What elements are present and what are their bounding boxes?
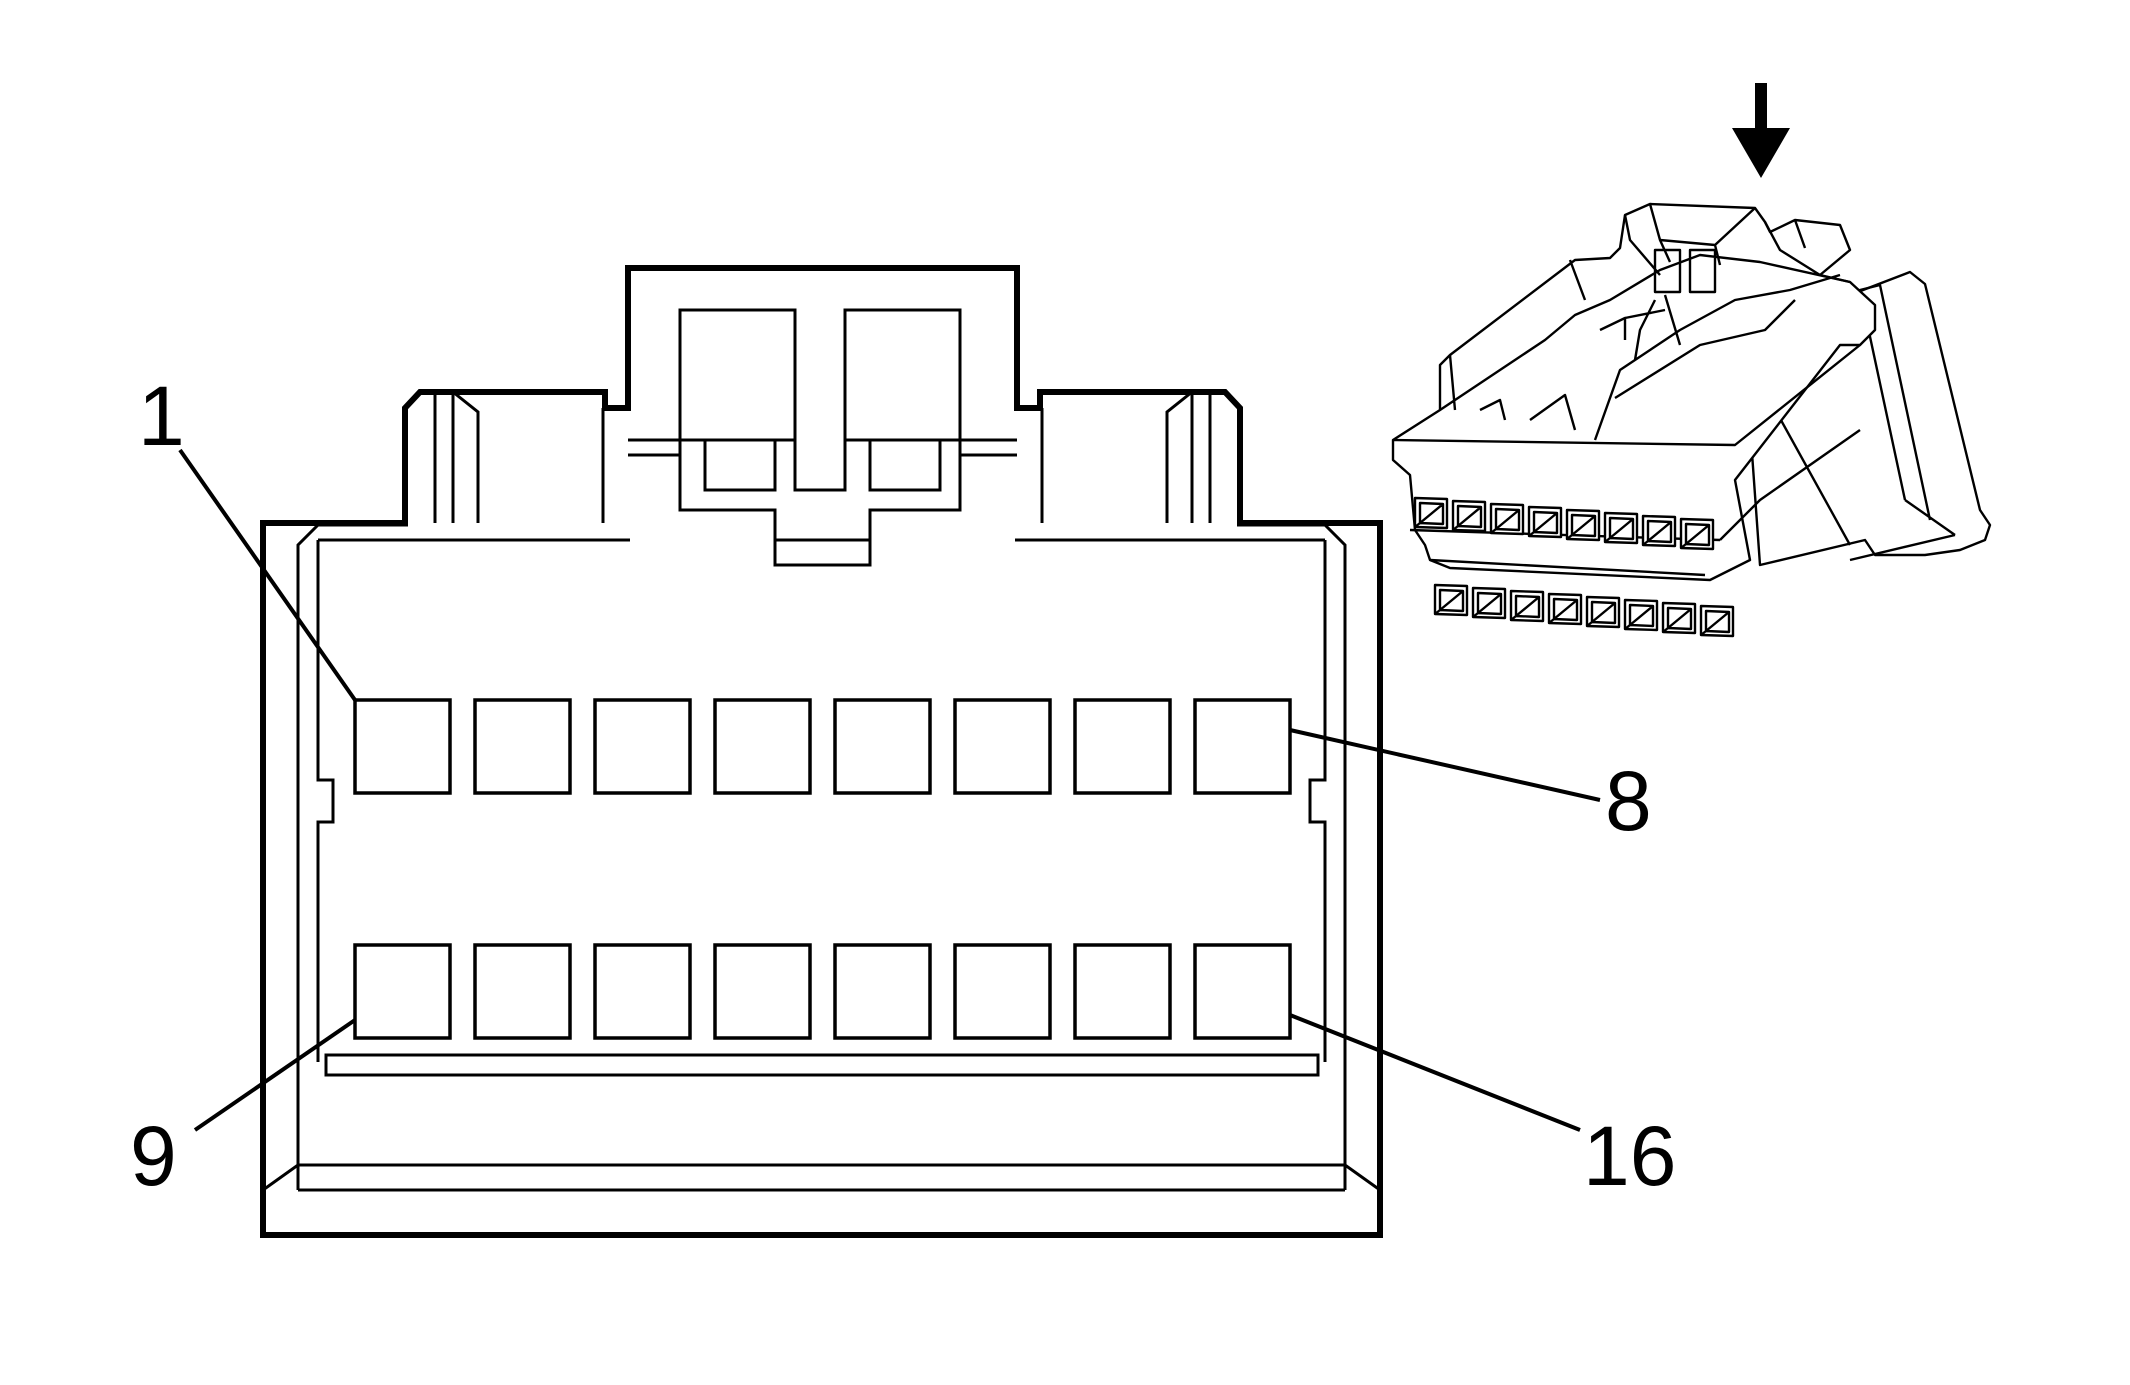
iso-cavity-bottom-2 [1471,586,1507,620]
cavity-row-bottom [353,943,1292,1040]
iso-cavity-top-2 [1451,499,1487,533]
iso-cavity-bottom-3 [1509,589,1545,623]
housing-inner-wall [296,523,1347,1190]
down-arrow-icon [1732,83,1790,178]
pin-cavity-9 [353,943,452,1040]
cavity-row-top [353,698,1292,795]
iso-cavity-bottom-6 [1623,598,1659,632]
pin-label-8: 8 [1605,754,1652,848]
pin-label-16: 16 [1583,1109,1676,1203]
pin-label-9: 9 [130,1109,177,1203]
iso-cavity-row-bottom [1433,583,1735,638]
iso-side-block-detail [1743,283,1956,562]
iso-cavity-row-top [1413,496,1715,551]
pin-cavity-13 [833,943,932,1040]
leader-line-pin-9 [193,1018,357,1132]
iso-cavity-top-4 [1527,505,1563,539]
pin-cavity-12 [713,943,812,1040]
iso-cavity-top-3 [1489,502,1525,536]
pin-cavity-8 [1193,698,1292,795]
leader-line-pin-1 [178,448,357,702]
right-latch-detail [1040,390,1212,523]
pin-cavity-3 [593,698,692,795]
leader-line-pin-16 [1289,1013,1581,1132]
pin-cavity-15 [1073,943,1172,1040]
pin-cavity-14 [953,943,1052,1040]
iso-cavity-top-7 [1641,514,1677,548]
iso-cavity-bottom-5 [1585,595,1621,629]
pin-label-1: 1 [138,369,185,463]
center-lock-detail [628,308,1017,567]
iso-cavity-bottom-4 [1547,592,1583,626]
iso-cavity-top-1 [1413,496,1449,530]
pin-cavity-5 [833,698,932,795]
pin-cavity-16 [1193,943,1292,1040]
connector-face-view: 1 8 9 16 [130,265,1676,1238]
pin-cavity-1 [353,698,452,795]
connector-housing-outline [260,265,1383,1238]
housing-bottom-step [262,1050,1381,1192]
pin-cavity-2 [473,698,572,795]
connector-isometric-inset [1391,83,1992,638]
pin-cavity-10 [473,943,572,1040]
iso-cavity-top-6 [1603,511,1639,545]
leader-line-pin-8 [1289,728,1601,802]
pin-cavity-11 [593,943,692,1040]
iso-cavity-top-8 [1679,517,1715,551]
iso-cavity-bottom-8 [1699,604,1735,638]
iso-cavity-top-5 [1565,508,1601,542]
pin-cavity-7 [1073,698,1172,795]
iso-cavity-bottom-1 [1433,583,1469,617]
left-latch-detail [433,390,605,523]
iso-top-surface-detail [1392,203,1861,447]
pin-cavity-4 [713,698,812,795]
iso-cavity-bottom-7 [1661,601,1697,635]
pin-cavity-6 [953,698,1052,795]
housing-inner-plate [316,538,1327,1050]
